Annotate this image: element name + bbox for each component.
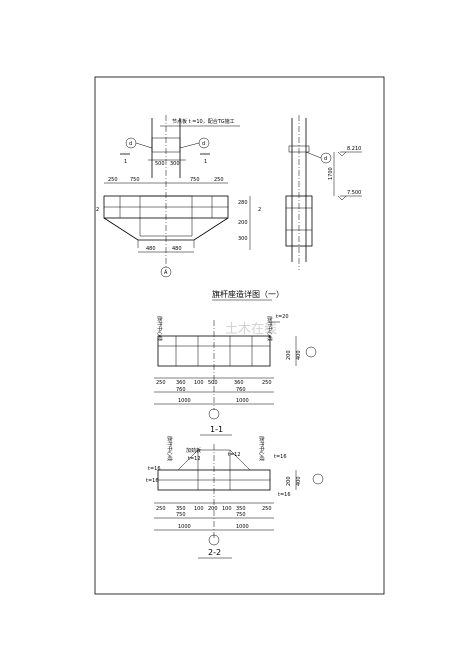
dim-row-1: 250 bbox=[108, 177, 118, 183]
sec1-d2-2: 760 bbox=[236, 387, 246, 393]
sec2-d1-2: 350 bbox=[176, 506, 186, 512]
sec2-d1-3: 100 bbox=[194, 506, 204, 512]
marker-d-right: d bbox=[202, 141, 205, 147]
cut-2-left: 2 bbox=[96, 207, 99, 213]
sec2-centerline-left: 旗杆中心线 bbox=[166, 436, 173, 461]
elevation-top: 8.210 bbox=[347, 146, 361, 152]
sec1-d3-2: 1000 bbox=[236, 398, 249, 404]
sec2-dim-right-2: 400 bbox=[296, 476, 302, 486]
dim-bottom-2: 480 bbox=[172, 246, 182, 252]
sec1-d1-2: 360 bbox=[176, 380, 186, 386]
sec1-d1-3: 100 bbox=[194, 380, 204, 386]
sec1-d3-1: 1000 bbox=[178, 398, 191, 404]
sec2-marker bbox=[312, 473, 324, 485]
dim-right-3: 300 bbox=[238, 236, 248, 242]
sec1-d2-1: 760 bbox=[176, 387, 186, 393]
sec2-d1-5: 100 bbox=[222, 506, 232, 512]
section-1-label: 1-1 bbox=[210, 425, 223, 434]
section-2-view: 旗杆中心线 旗杆中心线 加劲板 t=12 t=12 t=16 t=16 t=16… bbox=[146, 436, 324, 559]
sec1-marker bbox=[305, 346, 317, 358]
sec2-t12-a: t=12 bbox=[188, 456, 201, 462]
dim-row-3: 750 bbox=[190, 177, 200, 183]
sec2-t12-b: t=12 bbox=[228, 452, 241, 458]
drawing-frame bbox=[94, 76, 385, 595]
sec1-dim-right-1: 200 bbox=[286, 350, 292, 360]
sec2-axis-marker bbox=[208, 534, 220, 546]
cut-1-right: 1 bbox=[204, 159, 207, 165]
sec2-centerline-right: 旗杆中心线 bbox=[258, 436, 265, 461]
sec2-t16-d: t=16 bbox=[278, 492, 291, 498]
sec1-d1-6: 250 bbox=[262, 380, 272, 386]
drawing-title: 旗杆座造详图（一） bbox=[212, 289, 284, 299]
sec2-d2-1: 750 bbox=[176, 512, 186, 518]
note-top: 节点板 t =10，配合TG施工 bbox=[172, 118, 235, 125]
dim-bottom-1: 480 bbox=[146, 246, 156, 252]
sec2-dim-right-1: 200 bbox=[286, 476, 292, 486]
dim-mid: 1700 bbox=[328, 167, 334, 180]
sec2-d3-2: 1000 bbox=[236, 524, 249, 530]
sec2-d1-6: 350 bbox=[236, 506, 246, 512]
sec2-t16-b: t=16 bbox=[146, 478, 159, 484]
sec1-dim-right-2: 400 bbox=[296, 350, 302, 360]
marker-d-side: d bbox=[324, 156, 327, 162]
dim-right-2: 200 bbox=[238, 220, 248, 226]
side-view: d 8.210 1700 7.500 bbox=[285, 115, 362, 270]
dim-right-1: 280 bbox=[238, 200, 248, 206]
marker-d-left: d bbox=[129, 141, 132, 147]
sec2-d1-4: 200 bbox=[208, 506, 218, 512]
elevation-bottom: 7.500 bbox=[347, 190, 361, 196]
sec1-centerline-left: 旗杆中心线 bbox=[156, 316, 163, 341]
dim-top-2: 300 bbox=[170, 161, 180, 167]
sec2-d1-1: 250 bbox=[156, 506, 166, 512]
watermark: 土木在线 bbox=[225, 322, 277, 337]
cut-1-left: 1 bbox=[124, 159, 127, 165]
dim-row-2: 750 bbox=[130, 177, 140, 183]
sec2-d1-7: 250 bbox=[262, 506, 272, 512]
dim-top-1: 500 bbox=[155, 161, 165, 167]
section-1-view: 旗杆中心线 旗杆中心线 t=20 200 400 250 360 100 500… bbox=[154, 314, 317, 436]
sec2-t16-c: t=16 bbox=[274, 454, 287, 460]
sec1-d1-1: 250 bbox=[156, 380, 166, 386]
dim-row-4: 250 bbox=[214, 177, 224, 183]
sec1-d1-4: 500 bbox=[208, 380, 218, 386]
plan-view: 节点板 t =10，配合TG施工 d d 1 1 500 300 250 750… bbox=[96, 115, 261, 278]
section-2-label: 2-2 bbox=[208, 548, 221, 557]
sec2-t16-a: t=16 bbox=[148, 466, 161, 472]
sec2-label-center: 加劲板 bbox=[186, 447, 201, 454]
sec2-d2-2: 750 bbox=[236, 512, 246, 518]
axis-marker-a bbox=[160, 266, 172, 278]
cut-2-right: 2 bbox=[258, 207, 261, 213]
marker-a: A bbox=[164, 270, 168, 276]
sec1-axis-marker bbox=[208, 408, 220, 420]
sec1-d1-5: 360 bbox=[234, 380, 244, 386]
sec1-thickness: t=20 bbox=[276, 314, 289, 320]
sec2-d3-1: 1000 bbox=[178, 524, 191, 530]
sec1-centerline-right: 旗杆中心线 bbox=[266, 316, 273, 341]
